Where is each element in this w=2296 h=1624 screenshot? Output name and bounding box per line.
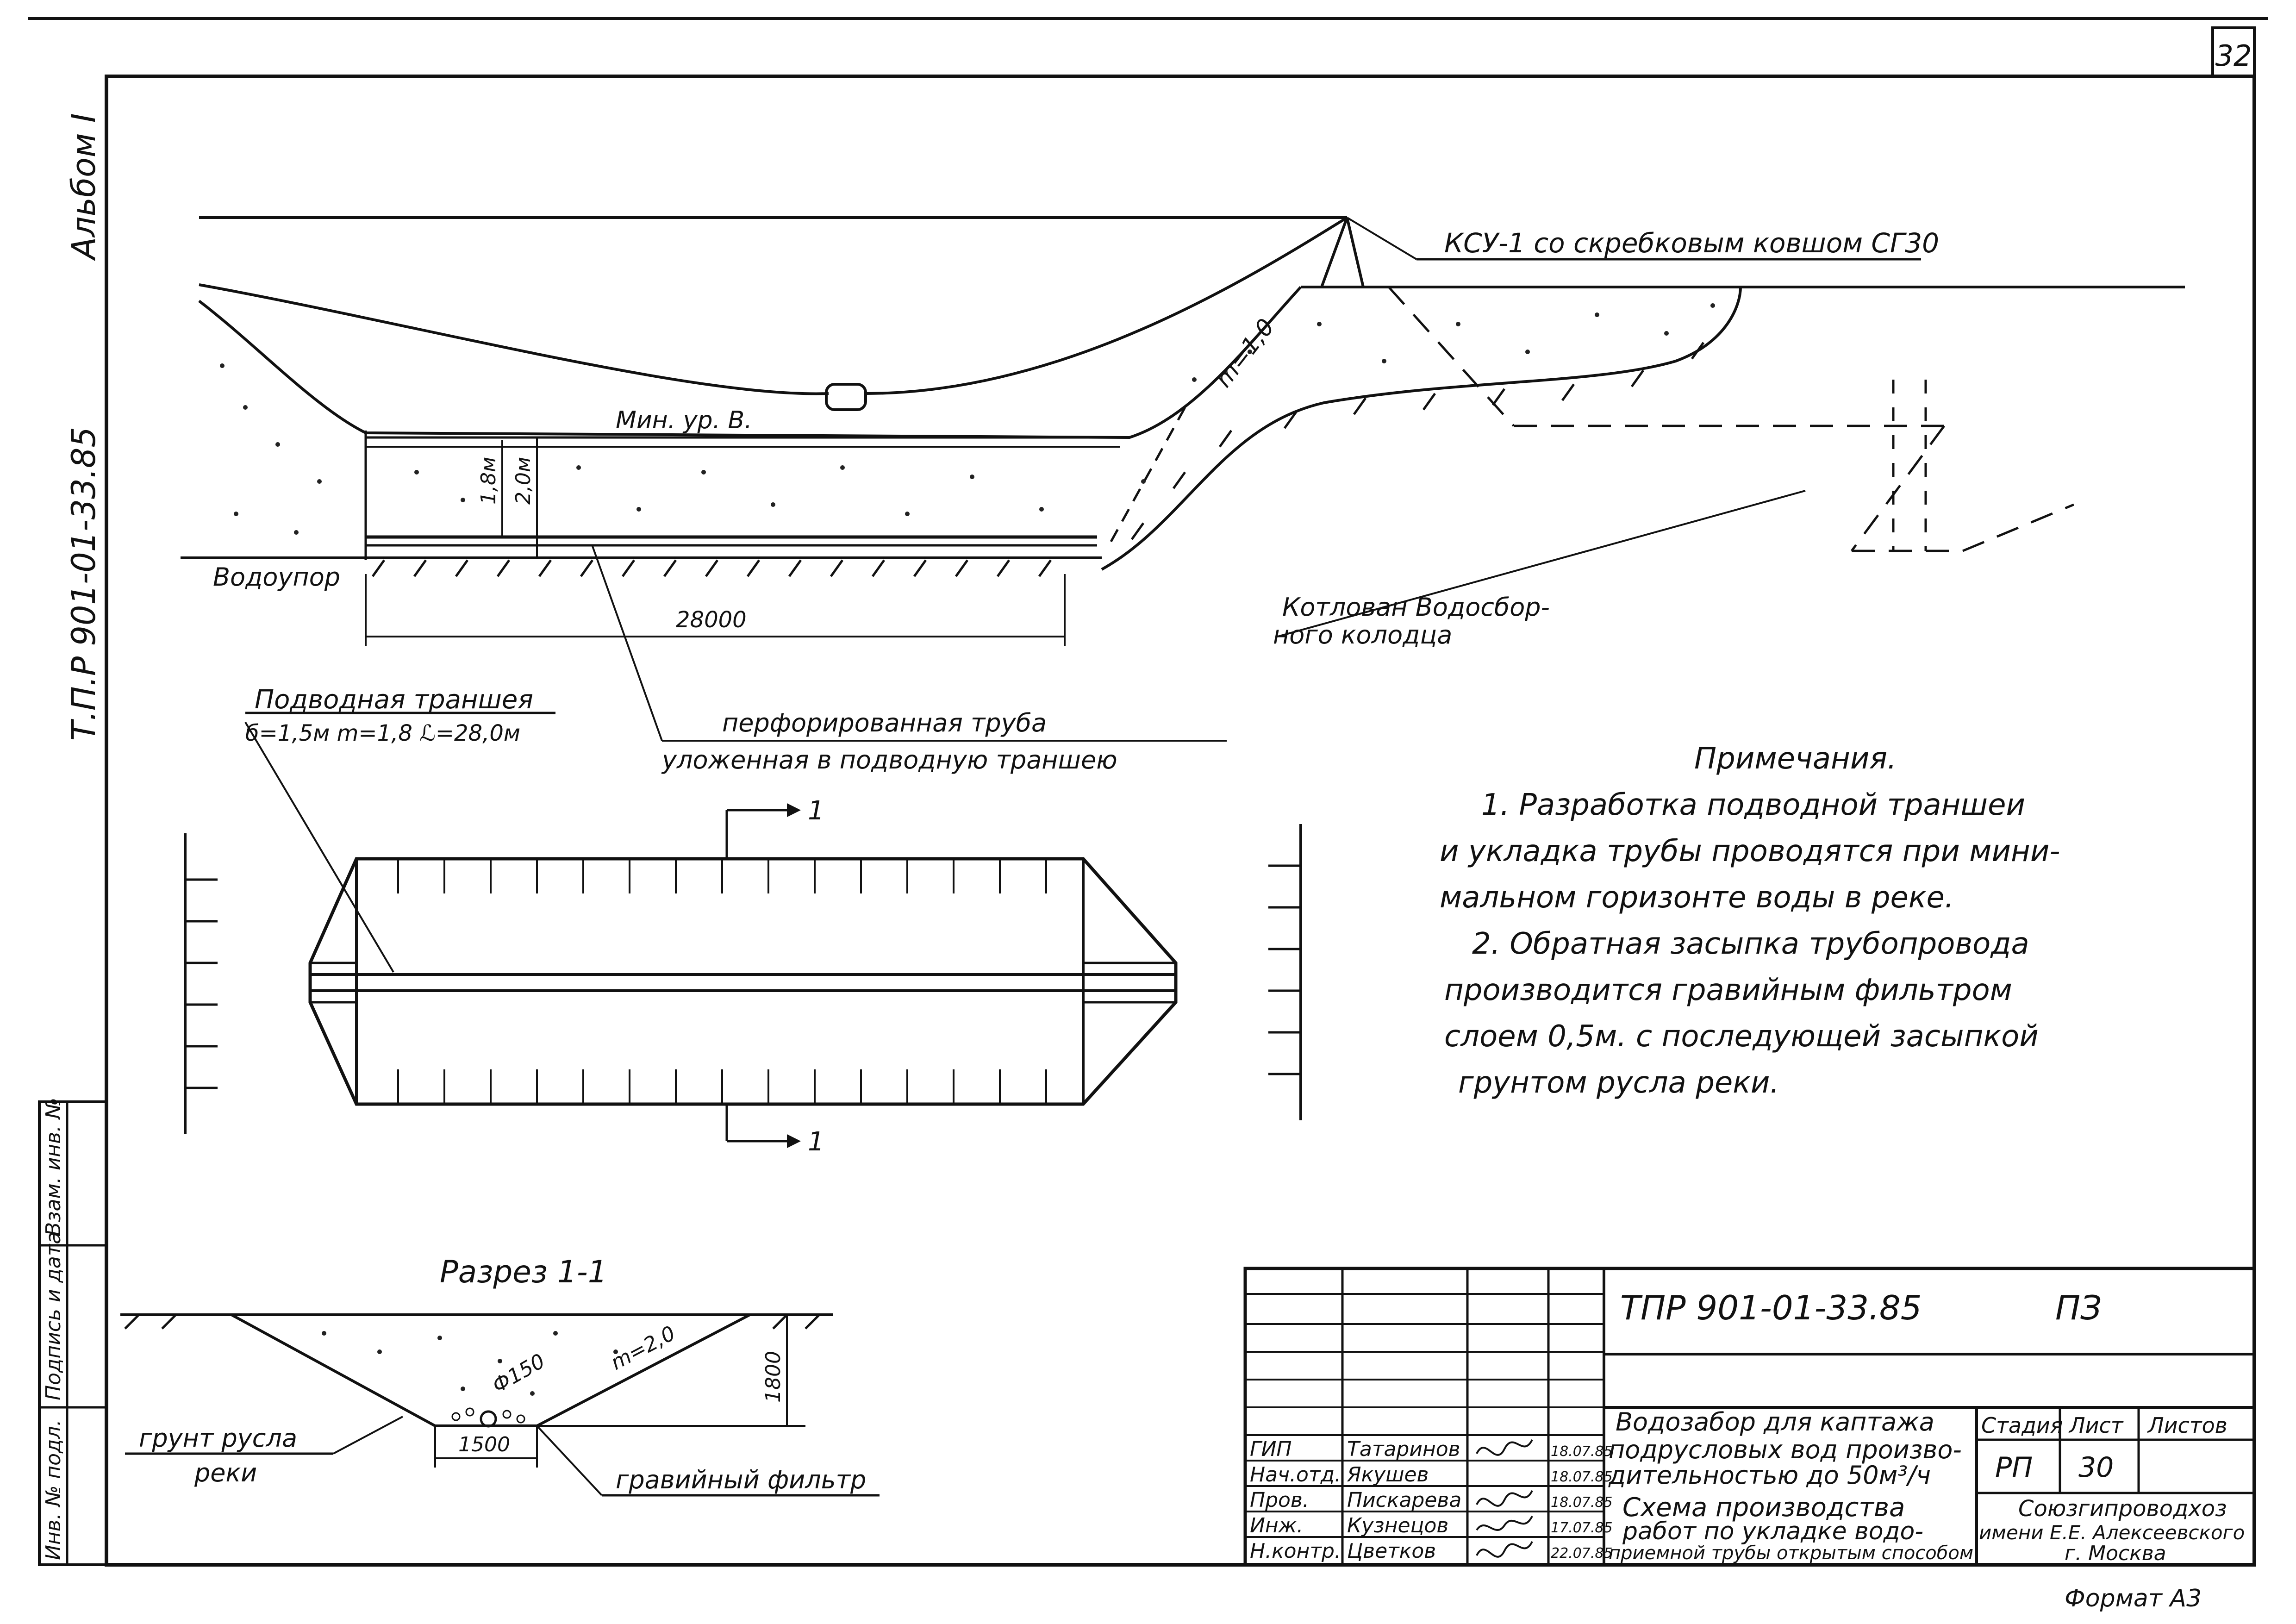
note-line-2: и укладка трубы проводятся при мини- (1440, 834, 2060, 868)
tb-row-name: Татаринов (1347, 1437, 1460, 1461)
tb-desc-1: Водозабор для каптажа (1616, 1407, 1934, 1437)
sheet-frame (28, 17, 2268, 1567)
tb-org-3: г. Москва (2065, 1542, 2166, 1565)
section-mark-bottom: 1 (808, 1127, 824, 1157)
tb-row-name: Пискарева (1347, 1488, 1461, 1512)
trench-plan (184, 712, 1302, 1148)
pipe-label-2: уложенная в подводную траншею (661, 745, 1117, 775)
bank-ticks (185, 864, 1301, 1089)
format-label: Формат А3 (2065, 1585, 2202, 1612)
note-line-6: слоем 0,5м. с последующей засыпкой (1444, 1019, 2039, 1054)
tb-part: ПЗ (2055, 1288, 2102, 1327)
notes-block: Примечания. 1. Разработка подводной тран… (1440, 742, 2060, 1100)
soil-label-1: грунт русла (139, 1424, 297, 1453)
note-line-4: 2. Обратная засыпка трубопровода (1472, 927, 2029, 961)
aquitard-label: Водоупор (213, 562, 340, 592)
side-inv-original: Инв. № подл. (42, 1419, 65, 1560)
tb-row-date: 18.07.85 (1551, 1494, 1613, 1511)
section-1-1 (120, 1313, 880, 1497)
pipe-label-1: перфорированная труба (722, 708, 1047, 737)
sheet-number: 32 (2215, 39, 2252, 73)
section-soil-dots (322, 1331, 618, 1396)
tb-row-name: Цветков (1347, 1539, 1436, 1563)
note-line-5: производится гравийным фильтром (1444, 973, 2012, 1007)
section-slope: m=2,0 (607, 1321, 679, 1374)
tb-row-date: 22.07.85 (1551, 1545, 1613, 1562)
title-block (1243, 1267, 2256, 1567)
tb-desc-3: дительностью до 50м³/ч (1608, 1461, 1931, 1490)
pit-label-2: ного колодца (1273, 620, 1452, 650)
album-label: Альбом I (65, 113, 103, 261)
tb-org-2: имени Е.Е. Алексеевского (1979, 1521, 2245, 1544)
trench-params: б=1,5м m=1,8 ℒ=28,0м (245, 720, 520, 746)
longitudinal-profile (181, 216, 2185, 742)
depth-label-1: 1,8м (477, 457, 500, 505)
section-pipe-dia: Ф150 (488, 1349, 549, 1398)
tb-sheet-title-1: Схема производства (1622, 1493, 1905, 1523)
tb-sheet-title-3: приемной трубы открытым способом (1609, 1543, 1973, 1564)
side-project-code: Т.П.Р 901-01-33.85 (65, 427, 103, 741)
aquitard-hatching (371, 342, 1705, 577)
side-stamp-table (38, 1100, 108, 1566)
min-water-level-label: Мин. ур. В. (616, 406, 752, 434)
tb-row-date: 18.07.85 (1551, 1443, 1613, 1460)
note-line-3: мальном горизонте воды в реке. (1440, 881, 1954, 915)
section-title: Разрез 1-1 (440, 1254, 607, 1290)
machine-label: КСУ-1 со скребковым ковшом СГ30 (1444, 227, 1939, 259)
tb-row-date: 17.07.85 (1551, 1520, 1613, 1536)
tb-row-role: Нач.отд. (1250, 1463, 1341, 1487)
tb-sheet: 30 (2078, 1451, 2114, 1484)
note-line-1: 1. Разработка подводной траншеи (1481, 788, 2025, 822)
tb-org-1: Союзгипроводхоз (2018, 1496, 2227, 1522)
trench-ticks (397, 859, 1047, 1104)
tb-row-role: Инж. (1250, 1514, 1303, 1537)
slope-label: m=1,0 (1210, 314, 1279, 393)
signature-scribbles (1476, 1439, 1533, 1558)
section-width: 1500 (458, 1433, 510, 1456)
tb-row-name: Кузнецов (1347, 1514, 1448, 1537)
tb-stage-label: Стадия (1981, 1413, 2063, 1438)
soil-label-2: реки (194, 1458, 257, 1487)
note-line-7: грунтом русла реки. (1458, 1066, 1779, 1100)
tb-row-date: 18.07.85 (1551, 1469, 1613, 1485)
side-replace-inv: Взам. инв. № (42, 1098, 65, 1236)
pit-label-1: Котлован Водосбор- (1282, 593, 1550, 622)
notes-heading: Примечания. (1694, 742, 1897, 776)
soil-dots (220, 303, 1715, 535)
tb-row-role: Пров. (1250, 1488, 1309, 1512)
tb-sheets-label: Листов (2147, 1413, 2227, 1438)
tb-row-name: Якушев (1347, 1463, 1429, 1487)
tb-sheet-label: Лист (2068, 1413, 2124, 1438)
gravel-dots (451, 1407, 525, 1424)
section-mark-top: 1 (808, 796, 824, 826)
length-dimension: 28000 (676, 607, 747, 633)
tb-row-role: ГИП (1250, 1437, 1292, 1461)
tb-stage: РП (1995, 1451, 2033, 1484)
section-depth: 1800 (761, 1351, 785, 1403)
tb-row-role: Н.контр. (1250, 1539, 1341, 1563)
trench-title: Подводная траншея (255, 685, 533, 715)
depth-label-2: 2,0м (512, 457, 535, 505)
tb-desc-2: подрусловых вод произво- (1609, 1435, 1962, 1464)
filter-label: гравийный фильтр (616, 1465, 866, 1494)
tb-code: ТПР 901-01-33.85 (1620, 1288, 1922, 1327)
side-signature-date: Подпись и дата (42, 1232, 65, 1400)
tb-sheet-title-2: работ по укладке водо- (1622, 1518, 1923, 1545)
